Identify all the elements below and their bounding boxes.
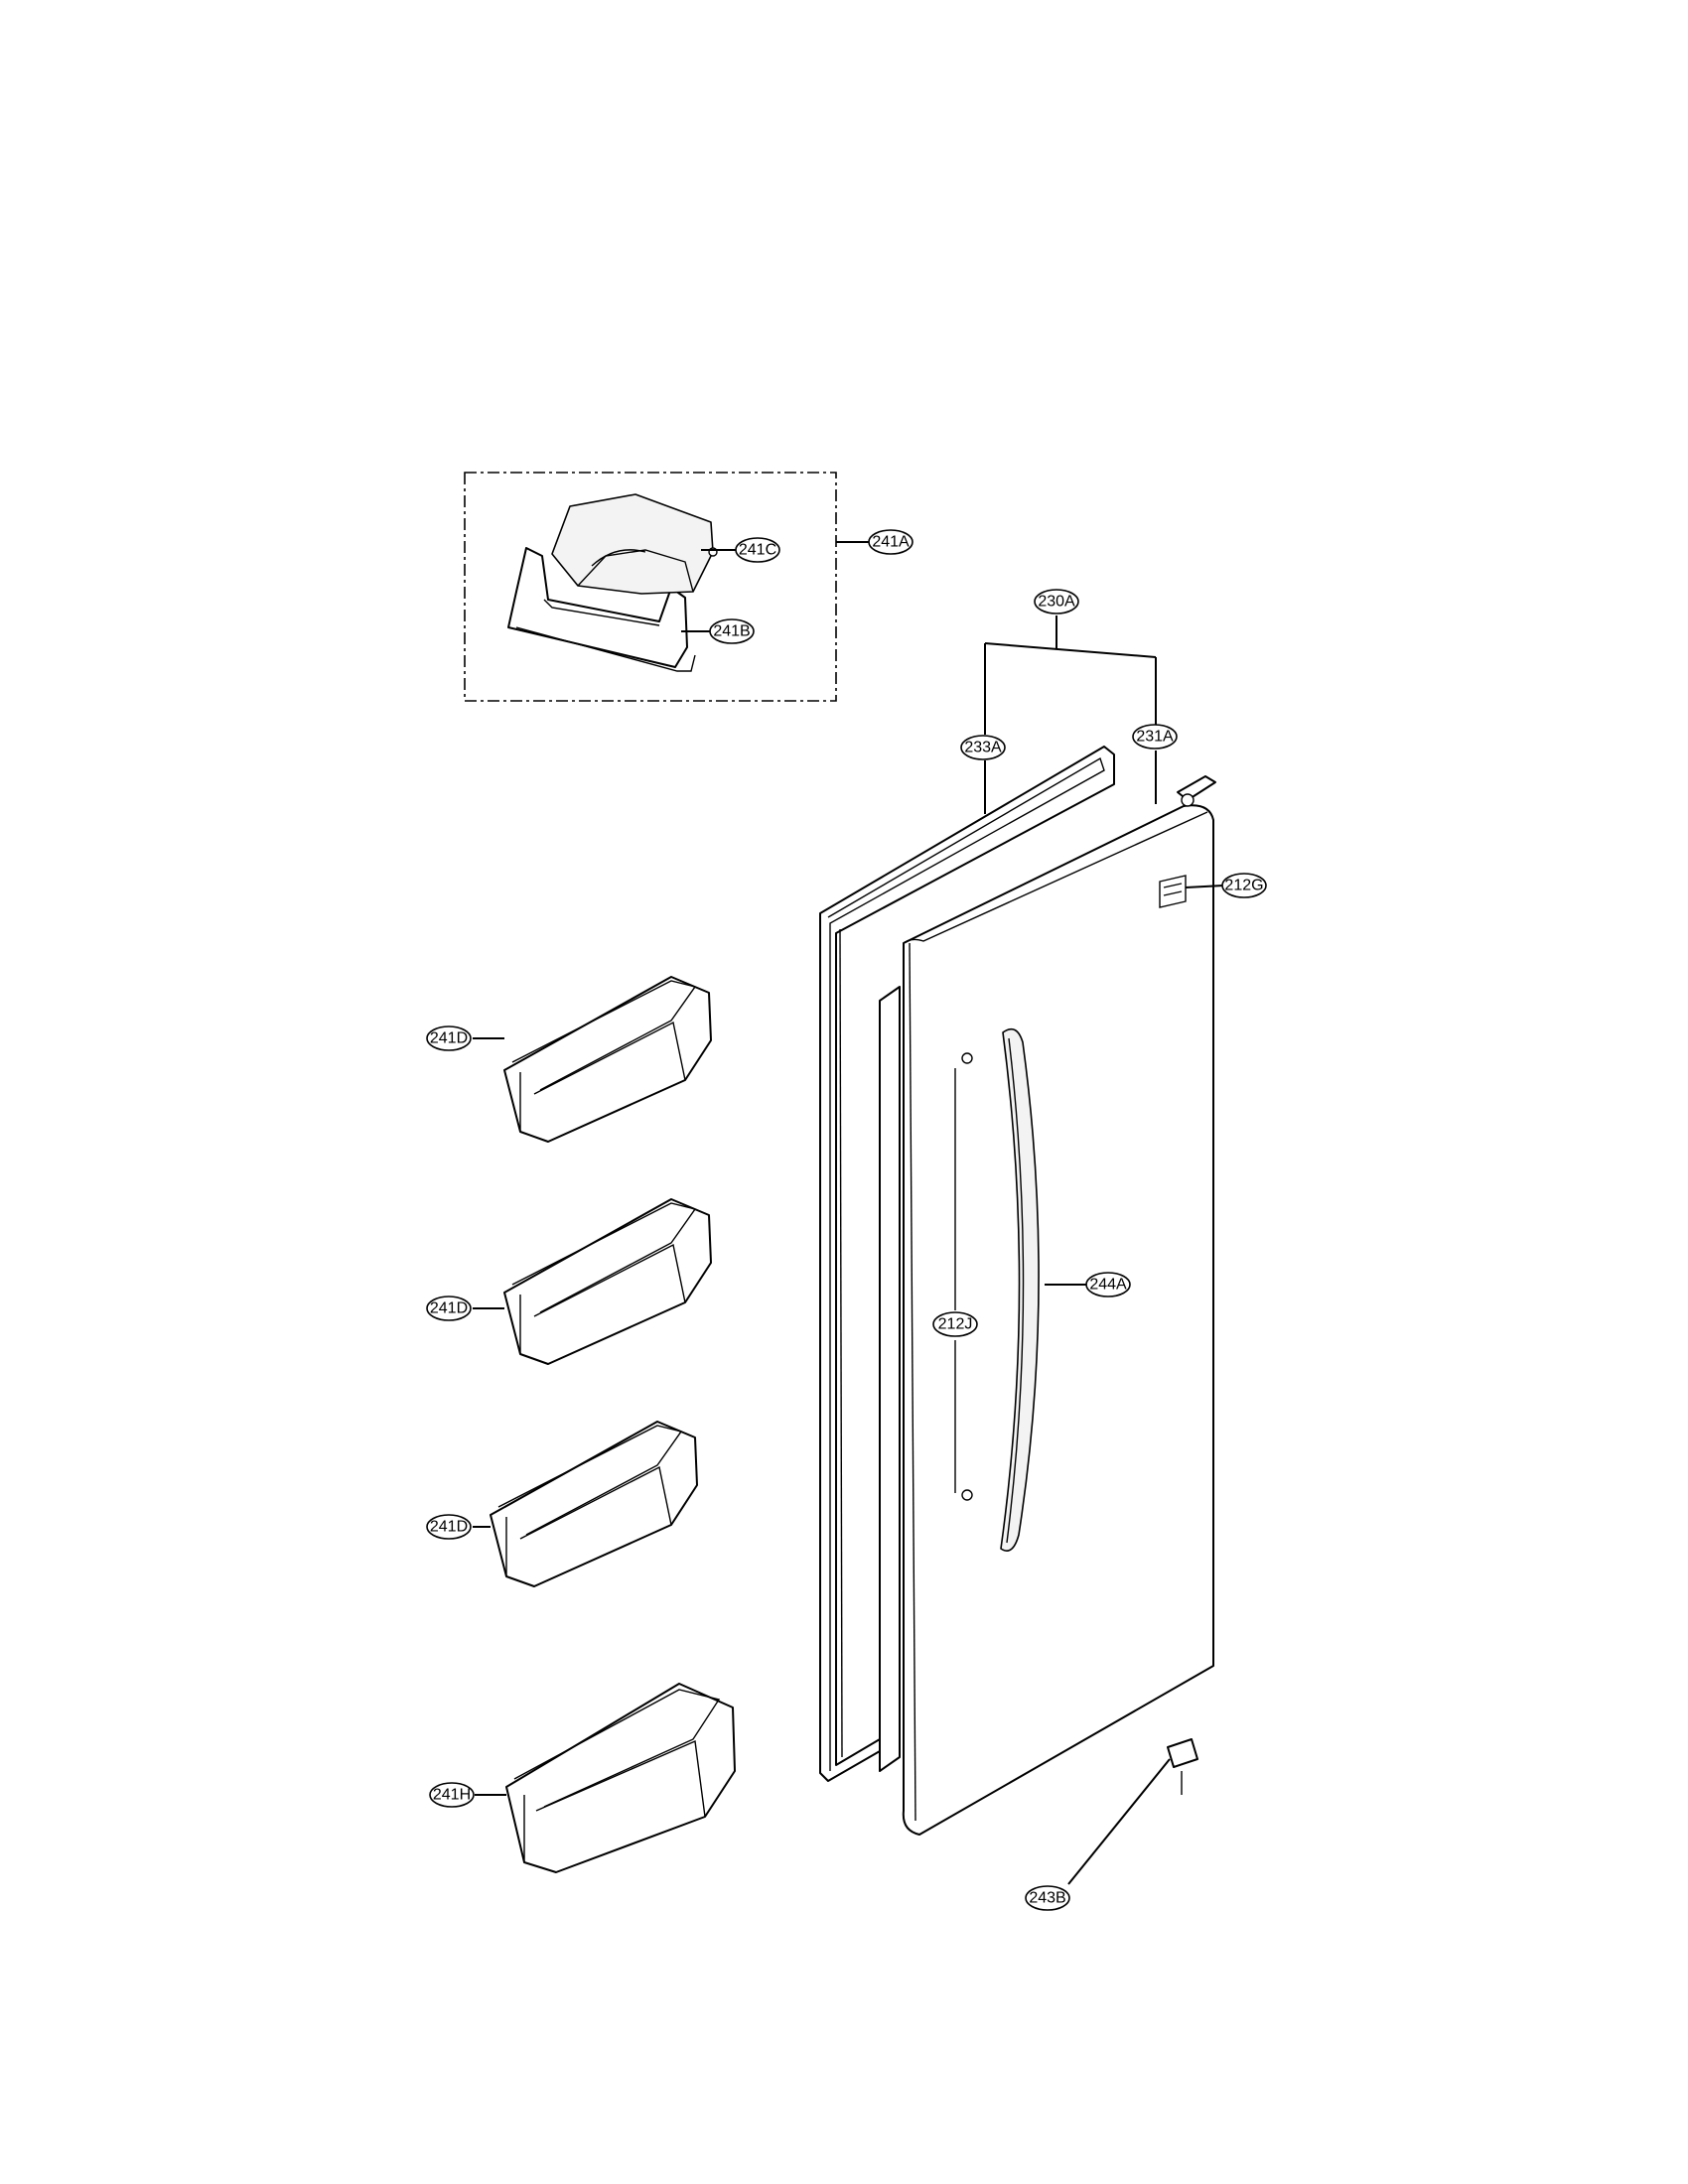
refrigerator-door [902, 775, 1224, 1885]
door-bin-1 [473, 976, 712, 1143]
callout-233A: 233A [960, 735, 1006, 760]
gasket-bracket [984, 615, 1157, 814]
callout-212G: 212G [1221, 873, 1267, 898]
door-bin-4 [475, 1683, 736, 1873]
label-241A: 241A [872, 534, 910, 551]
callout-212J: 212J [932, 1311, 978, 1337]
label-244A: 244A [1089, 1277, 1127, 1294]
callout-231A: 231A [1132, 724, 1178, 750]
label-241D-1: 241D [430, 1030, 468, 1047]
assembly-dashed-box [464, 472, 837, 702]
callout-241D-2: 241D [426, 1296, 472, 1321]
door-gasket [819, 746, 1115, 1782]
callout-241H: 241H [429, 1782, 475, 1808]
dairy-bin-assembly-group [464, 472, 870, 702]
label-230A: 230A [1038, 594, 1075, 611]
callout-241B: 241B [709, 618, 755, 644]
door-liner [879, 986, 901, 1772]
callout-243B: 243B [1025, 1885, 1070, 1911]
door-bin-3 [473, 1421, 698, 1587]
callout-241D-1: 241D [426, 1025, 472, 1051]
label-212J: 212J [938, 1316, 973, 1333]
label-243B: 243B [1029, 1890, 1065, 1907]
callout-244A: 244A [1085, 1272, 1131, 1297]
label-241D-3: 241D [430, 1519, 468, 1536]
label-212G: 212G [1224, 878, 1263, 894]
label-233A: 233A [964, 740, 1002, 756]
label-241D-2: 241D [430, 1300, 468, 1317]
callout-241D-3: 241D [426, 1514, 472, 1540]
dairy-bin-cover [551, 493, 714, 595]
door-bin-2 [473, 1198, 712, 1365]
door-handle [1000, 1027, 1040, 1552]
label-241H: 241H [433, 1787, 471, 1804]
label-231A: 231A [1136, 729, 1174, 746]
label-241B: 241B [713, 623, 750, 640]
callout-230A: 230A [1034, 589, 1079, 614]
label-241C: 241C [739, 542, 776, 559]
callout-241A: 241A [868, 529, 914, 555]
callout-241C: 241C [735, 537, 780, 563]
